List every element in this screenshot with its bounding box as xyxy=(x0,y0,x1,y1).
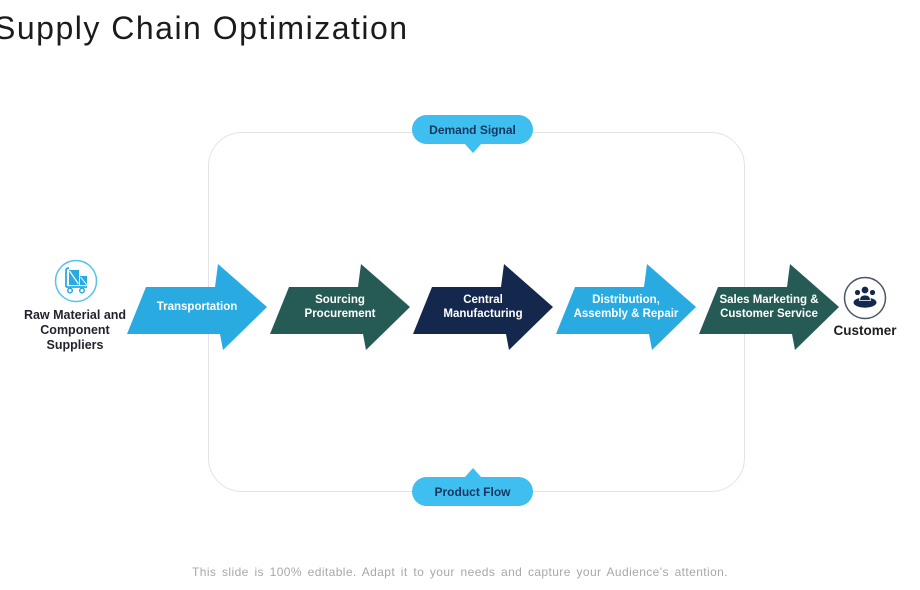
badge-tail-down xyxy=(463,143,482,153)
page-title: Supply Chain Optimization xyxy=(0,10,409,46)
people-group-icon[interactable] xyxy=(843,276,887,320)
demand-signal-label: Demand Signal xyxy=(429,122,516,137)
supplier-label-line1: Raw Material and xyxy=(23,308,127,322)
product-flow-label: Product Flow xyxy=(434,484,511,499)
supplier-label-line2: Component xyxy=(40,323,110,337)
arrow-transportation[interactable]: Transportation xyxy=(122,252,272,362)
arrow-distribution-assembly-repair[interactable]: Distribution, Assembly & Repair xyxy=(551,252,701,362)
arrow-sourcing-procurement[interactable]: Sourcing Procurement xyxy=(265,252,415,362)
arrow-shape xyxy=(413,264,553,350)
arrow-sales-marketing-customer-service[interactable]: Sales Marketing & Customer Service xyxy=(694,252,844,362)
arrow-shape xyxy=(127,264,267,350)
arrow-shape xyxy=(270,264,410,350)
supplier-label: Raw Material and Component Suppliers xyxy=(6,308,144,353)
hand-truck-icon[interactable] xyxy=(54,259,98,303)
arrow-label: Transportation xyxy=(156,301,238,313)
arrow-label: Central Manufacturing xyxy=(443,294,523,320)
product-flow-badge[interactable]: Product Flow xyxy=(412,468,533,506)
arrow-label: Sourcing Procurement xyxy=(304,294,376,320)
arrow-label: Sales Marketing & Customer Service xyxy=(719,294,819,320)
customer-label: Customer xyxy=(833,323,897,338)
arrow-shape xyxy=(699,264,839,350)
arrow-label: Distribution, Assembly & Repair xyxy=(573,294,679,320)
demand-signal-badge[interactable]: Demand Signal xyxy=(412,115,533,153)
badge-tail-up xyxy=(463,468,482,478)
supplier-label-line3: Suppliers xyxy=(46,338,104,352)
footer-disclaimer: This slide is 100% editable. Adapt it to… xyxy=(192,565,728,579)
arrow-central-manufacturing[interactable]: Central Manufacturing xyxy=(408,252,558,362)
arrow-shape xyxy=(556,264,696,350)
